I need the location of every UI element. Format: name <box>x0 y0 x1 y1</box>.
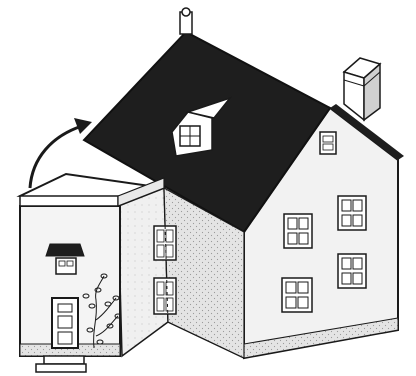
gable-window-upper-right <box>338 196 366 230</box>
gable-window-lower-right <box>338 254 366 288</box>
roof-finial <box>180 8 192 34</box>
side-window-lower <box>154 278 176 314</box>
side-window-upper <box>154 226 176 260</box>
wing-window <box>56 258 76 274</box>
door-steps <box>36 356 86 372</box>
gable-window-upper-left <box>284 214 312 248</box>
gable-window <box>320 132 336 154</box>
chimney <box>344 58 380 120</box>
gable-window-lower-left <box>282 278 312 312</box>
front-door <box>52 298 78 348</box>
wing-side-wall <box>118 188 168 356</box>
